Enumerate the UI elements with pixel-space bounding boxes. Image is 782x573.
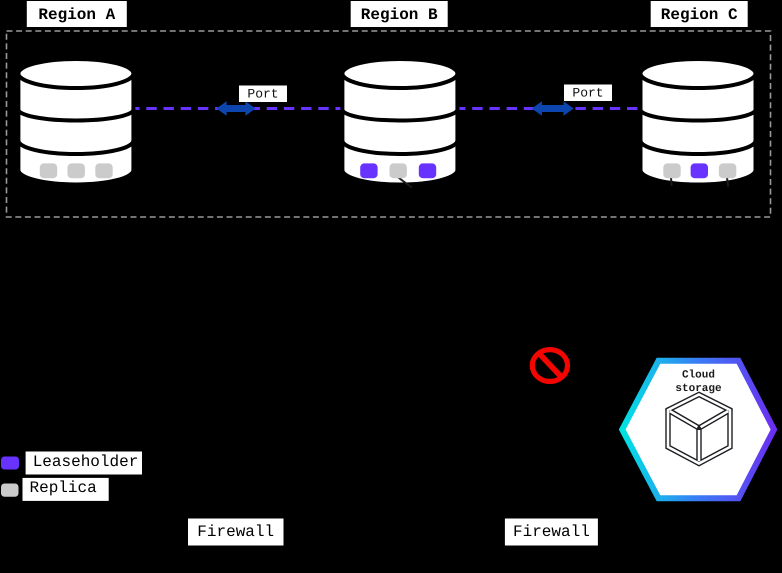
- svg-text:storage: storage: [675, 383, 722, 395]
- svg-text:Firewall: Firewall: [513, 523, 590, 541]
- svg-text:Region A: Region A: [38, 6, 115, 24]
- svg-text:Replica: Replica: [30, 479, 98, 497]
- svg-text:Port: Port: [572, 86, 603, 101]
- svg-text:Region B: Region B: [361, 6, 438, 24]
- svg-text:Firewall: Firewall: [197, 523, 274, 541]
- svg-text:Port: Port: [247, 87, 278, 102]
- svg-text:Leaseholder: Leaseholder: [33, 453, 139, 471]
- svg-text:Region C: Region C: [661, 6, 738, 24]
- svg-text:Cloud: Cloud: [682, 370, 715, 382]
